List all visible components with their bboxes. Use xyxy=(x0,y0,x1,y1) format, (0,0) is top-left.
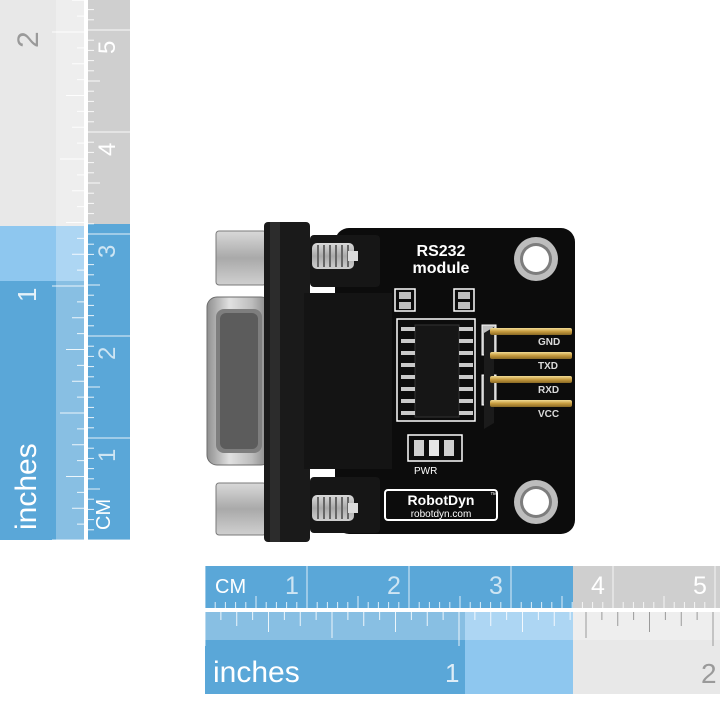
vertical-inch-number-2: 2 xyxy=(12,31,45,48)
horizontal-cm-number-4: 4 xyxy=(591,572,605,600)
pin-label-vcc: VCC xyxy=(538,409,559,420)
horizontal-inches-label: inches xyxy=(213,656,300,689)
board-title-line2: module xyxy=(413,260,470,277)
vertical-inches-label: inches xyxy=(10,443,43,530)
screw-top xyxy=(312,243,358,269)
pin-label-txd: TXD xyxy=(538,361,558,372)
pin-label-gnd: GND xyxy=(538,337,560,348)
horizontal-inch-ticks xyxy=(205,612,714,646)
vertical-inch-ruler: inches 1 2 xyxy=(0,0,84,540)
horizontal-cm-number-5: 5 xyxy=(693,572,707,600)
vertical-inch-number-1: 1 xyxy=(12,287,42,302)
vertical-cm-ticks xyxy=(88,9,130,540)
pwr-label: PWR xyxy=(414,466,437,477)
brand-tm: ™ xyxy=(490,492,497,499)
rs232-module-drawing: RS232 module xyxy=(206,222,575,542)
pin-labels: GND TXD RXD VCC xyxy=(538,337,560,420)
db9-connector xyxy=(206,222,392,542)
mounting-hole-bottom xyxy=(514,480,558,524)
vertical-cm-label: CM xyxy=(93,498,115,530)
horizontal-inch-number-1: 1 xyxy=(445,658,460,688)
horizontal-inch-number-2: 2 xyxy=(701,658,717,689)
horizontal-cm-number-1: 1 xyxy=(285,572,299,600)
horizontal-cm-number-3: 3 xyxy=(489,572,503,600)
mounting-hole-top xyxy=(514,237,558,281)
smd-capacitors-top xyxy=(394,288,475,312)
vertical-cm-number-3: 3 xyxy=(94,244,121,258)
horizontal-inch-ruler: inches 1 2 xyxy=(205,612,720,694)
vertical-cm-number-5: 5 xyxy=(94,40,121,54)
pwr-led xyxy=(407,434,463,462)
horizontal-cm-number-2: 2 xyxy=(387,572,401,600)
brand-name: RobotDyn xyxy=(408,492,475,508)
robotdyn-logo: RobotDyn ™ robotdyn.com xyxy=(384,489,498,521)
vertical-inch-ticks xyxy=(52,0,84,540)
vertical-cm-number-4: 4 xyxy=(94,142,121,156)
board-title-line1: RS232 xyxy=(417,243,466,260)
pin-header xyxy=(484,327,572,429)
horizontal-cm-label: CM xyxy=(215,576,247,598)
rs232-module: RS232 module xyxy=(200,215,590,550)
pin-label-rxd: RXD xyxy=(538,385,559,396)
horizontal-cm-ruler: CM 1 2 3 4 5 xyxy=(205,566,720,608)
vertical-cm-number-2: 2 xyxy=(94,346,121,360)
screw-bottom xyxy=(312,495,358,521)
brand-website: robotdyn.com xyxy=(411,509,472,520)
vertical-cm-number-1: 1 xyxy=(94,448,121,462)
vertical-cm-ruler: CM 1 2 3 4 5 xyxy=(88,0,130,540)
horizontal-cm-ticks xyxy=(205,566,716,608)
